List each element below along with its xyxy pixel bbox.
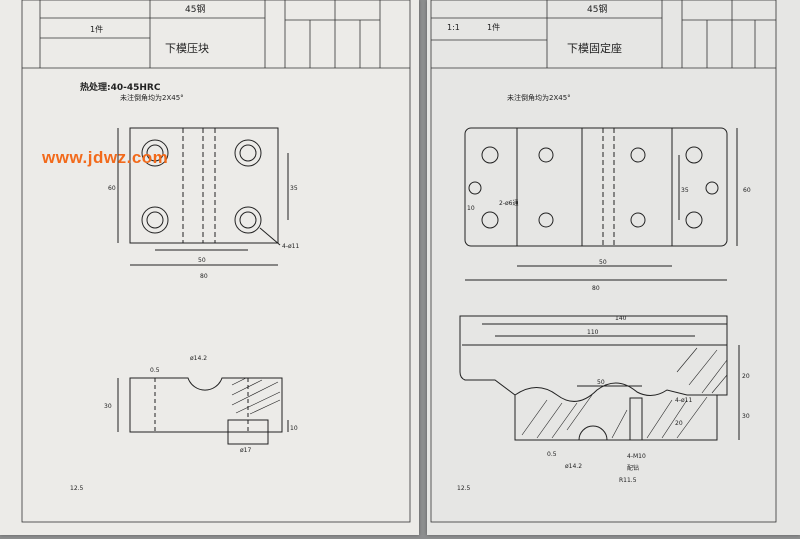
right-radius-dim: 10 [467, 205, 475, 212]
right-holes-note: 4-ø11 [675, 397, 692, 404]
right-inner-dim: 50 [597, 379, 605, 386]
left-width-dim: 80 [200, 273, 208, 280]
left-material: 45钢 [185, 3, 205, 15]
website-watermark: www.jdwz.com [42, 148, 169, 167]
left-holes-note: 4-ø11 [282, 243, 299, 250]
right-scale: 1:1 [447, 23, 460, 32]
right-thread-note: 配钻 [627, 464, 639, 472]
left-roughness: 12.5 [70, 485, 84, 492]
left-depth-dim: 0.5 [150, 367, 160, 374]
left-thickness-dim: 30 [104, 403, 112, 410]
right-arc-dim: ø14.2 [565, 463, 582, 470]
left-height-dim: 60 [108, 185, 116, 192]
right-chamfer-note: 未注倒角均为2X45° [507, 93, 571, 102]
right-drawing: 50 80 60 35 2-ø6通 10 140 110 50 4-ø11 20… [430, 0, 777, 523]
right-thread-dim: 4-M10 [627, 453, 646, 460]
right-roughness: 12.5 [457, 485, 471, 492]
right-depth-top-dim: 20 [742, 373, 750, 380]
drawing-sheet-lower-die-block: 80 50 60 35 4-ø11 30 10 ø17 ø14.2 0.5 12… [0, 0, 419, 535]
drawing-sheet-lower-die-mount: 50 80 60 35 2-ø6通 10 140 110 50 4-ø11 20… [427, 0, 800, 535]
right-offset-dim: 0.5 [547, 451, 557, 458]
left-step-dim: 10 [290, 425, 298, 432]
right-height-dim: 60 [743, 187, 751, 194]
left-drawing: 80 50 60 35 4-ø11 30 10 ø17 ø14.2 0.5 12… [21, 0, 411, 523]
right-depth-dim: 20 [675, 420, 683, 427]
left-arc-dim: ø14.2 [190, 355, 207, 362]
left-heat-treatment-note: 热处理:40-45HRC [80, 81, 161, 93]
left-chamfer-note: 未注倒角均为2X45° [120, 93, 184, 102]
right-quantity: 1件 [487, 22, 500, 32]
right-slot-note: 2-ø6通 [499, 199, 518, 207]
right-part-name: 下模固定座 [567, 41, 622, 55]
right-hole-spacing-y: 35 [681, 187, 689, 194]
left-hole-spacing-y: 35 [290, 185, 298, 192]
left-counterbore-dim: ø17 [240, 447, 251, 454]
left-quantity: 1件 [90, 24, 103, 34]
left-hole-spacing-x: 50 [198, 257, 206, 264]
right-radius-b-dim: R11.5 [619, 477, 637, 484]
left-part-name: 下模压块 [165, 42, 209, 55]
right-hole-spacing-x: 50 [599, 259, 607, 266]
right-length-inner-dim: 110 [587, 329, 599, 336]
right-thickness-dim: 30 [742, 413, 750, 420]
right-material: 45钢 [587, 3, 607, 15]
right-length-dim: 140 [615, 315, 627, 322]
right-width-dim: 80 [592, 285, 600, 292]
